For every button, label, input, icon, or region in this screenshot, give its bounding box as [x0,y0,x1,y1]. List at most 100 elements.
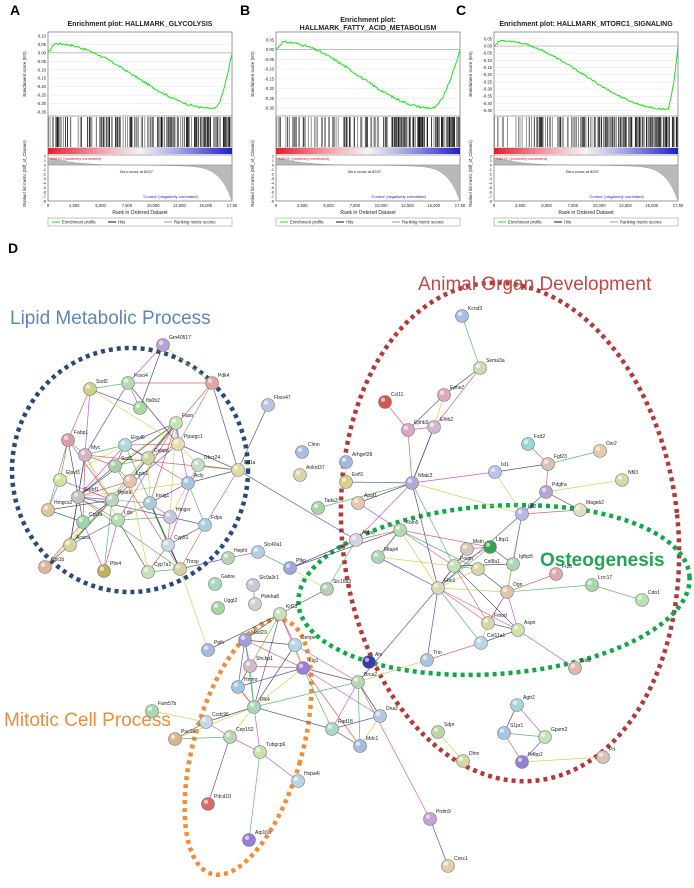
node-label: Slc16a3 [333,579,351,585]
rank-tick-label: -8 [42,199,46,204]
network-edge [84,388,91,456]
node-highlight [512,700,518,705]
node-highlight [598,752,604,757]
node-highlight [551,569,557,574]
node-highlight [135,403,141,408]
node-highlight [297,447,303,452]
node-highlight [253,547,259,552]
node-highlight [475,363,481,368]
animal-organ-label: Animal Organ Development [418,274,652,295]
node-highlight [458,756,464,761]
es-tick-label: -0.25 [36,93,46,98]
network-node [291,774,305,788]
network-node [320,582,334,596]
node-label: Ldlr [124,510,133,516]
node-highlight [123,378,129,383]
node-label: Hmmr [244,677,258,683]
node-label: Fabp1 [74,430,88,436]
network-node [431,725,445,739]
network-node [191,458,205,472]
node-highlight [201,717,207,722]
network-edge [84,382,129,456]
node-highlight [355,741,361,746]
node-label: Sod2 [96,379,108,385]
node-label: Foxo4 [134,373,148,379]
network-node [247,700,261,714]
network-node [53,473,67,487]
network-node [549,567,563,581]
rank-axis-label: Ranked list metric (Diff_of_Classes) [250,140,255,207]
plot-frame [47,31,233,202]
osteogenesis-ellipse [296,502,692,678]
rank-tick-label: -5 [42,185,46,190]
es-tick-label: -0.20 [264,86,274,91]
network-node [585,578,599,592]
network-node [568,661,582,675]
network-node [447,559,461,573]
node-label: Kif23 [286,604,298,610]
node-highlight [483,618,489,623]
node-highlight [295,470,301,475]
node-highlight [145,498,151,503]
es-tick-label: -0.40 [482,101,492,106]
node-label: Ppargc1 [184,434,203,440]
network-edge [117,422,177,521]
network-edge [302,667,361,747]
node-label: Pfkp [296,558,306,564]
network-edge [426,587,439,661]
node-highlight [147,706,153,711]
node-highlight [293,776,299,781]
network-edge [179,568,209,651]
network-node [105,493,119,507]
network-node [497,726,511,740]
node-label: Isl1 [501,462,509,468]
node-highlight [223,553,229,558]
node-highlight [175,564,181,569]
node-highlight [244,835,250,840]
network-node [615,473,629,487]
x-tick-label: 17,50 [673,203,684,208]
node-label: Elf1a [244,460,256,466]
legend-box [493,217,679,227]
node-label: Frzb [562,564,572,570]
node-label: Arhgef28 [352,452,373,458]
node-highlight [249,702,255,707]
lipid-cluster-ellipse [9,345,251,595]
legend-label: Hits [118,220,125,225]
gsea-plot-b: Enrichment plot:HALLMARK_FATTY_ACID_META… [250,17,466,227]
panel-letter-a: A [10,2,21,18]
node-label: Agtr2 [523,695,535,701]
node-highlight [125,476,131,481]
enrichment-curve [275,40,461,110]
hits-group [494,117,678,147]
node-highlight [78,517,84,522]
plot-title: Enrichment plot: HALLMARK_MTORC1_SIGNALI… [499,21,673,28]
rank-tick-label: -2 [270,172,274,177]
network-edge [89,388,179,445]
node-highlight [298,663,304,668]
network-edge [259,751,299,782]
node-highlight [439,390,445,395]
node-highlight [364,657,370,662]
network-edge [345,481,413,484]
network-node [596,750,610,764]
es-tick-label: -0.05 [264,57,274,62]
network-node [171,437,185,451]
node-highlight [207,378,213,383]
node-label: Atp10a [255,830,271,836]
node-label: Kcnd3 [468,306,482,312]
node-label: Acaca [76,535,90,541]
node-label: Brca2 [364,672,377,678]
network-edge [117,519,149,573]
network-node [441,859,455,873]
node-label: Cenpe [301,635,316,641]
network-edge [179,524,206,570]
node-label: Mad2l1 [251,630,268,636]
network-node [311,501,325,515]
network-node [488,465,502,479]
node-label: Rad18 [338,719,353,725]
positive-label: 'NM15' (positively correlated) [278,156,330,161]
plot-frame [493,31,679,202]
network-edge [521,756,604,763]
